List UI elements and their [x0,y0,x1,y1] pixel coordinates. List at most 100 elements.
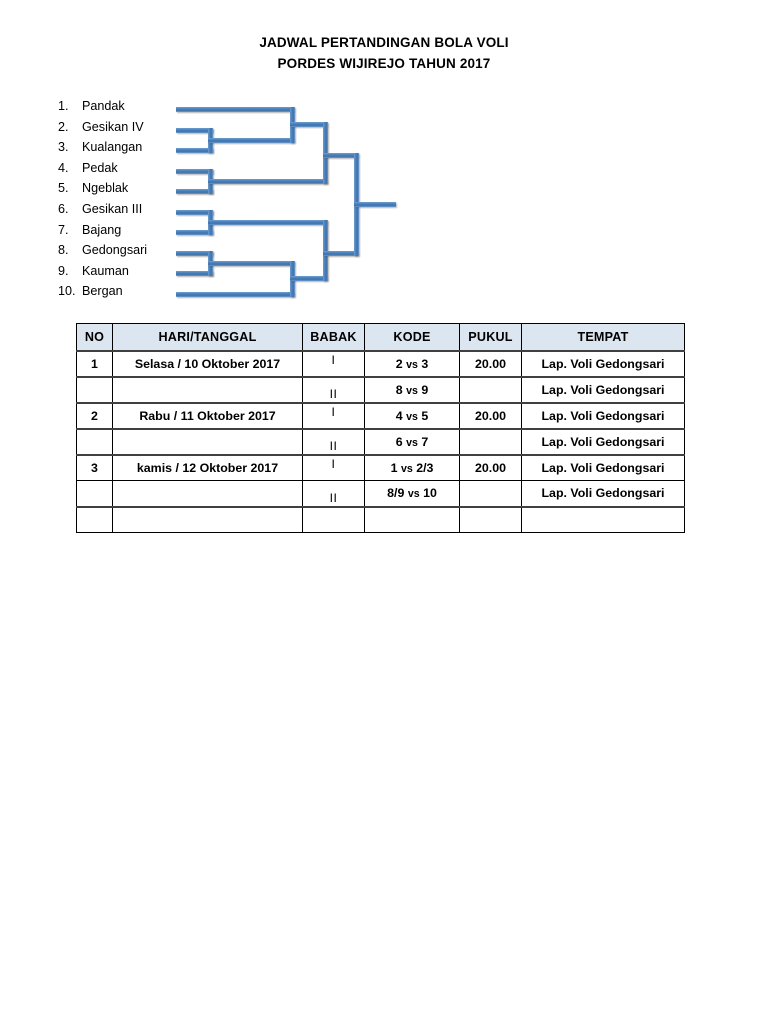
kode-a: 8 [395,382,403,397]
cell-tempat: Lap. Voli Gedongsari [521,375,685,403]
cell-hari: Rabu / 11 Oktober 2017 [112,401,303,429]
cell-tempat: Lap. Voli Gedongsari [521,401,685,429]
cell-pukul [459,480,522,507]
babak-roman: II [329,490,338,505]
cell-no [76,375,113,403]
bracket-line-champion [354,201,396,207]
column-header-kode: KODE [364,323,460,351]
bracket-line-winner-qf-a [290,122,327,128]
team-name: Pedak [82,160,118,175]
kode-b: 9 [421,382,429,397]
team-entry-6: 6. Gesikan III [58,199,188,220]
bracket-line-seed-7 [176,230,213,235]
cell-tempat: Lap. Voli Gedongsari [521,349,685,377]
bracket-line-winner-8-9 [208,260,294,266]
team-number: 1. [58,99,69,113]
team-entry-8: 8. Gedongsari [58,240,188,261]
team-number: 2. [58,119,69,134]
team-name: Bergan [82,284,123,299]
kode-vs: vs [400,462,413,475]
bracket-line-winner-4-5 [208,178,327,184]
kode-vs: vs [406,436,418,449]
kode-a: 2 [395,356,403,371]
cell-hari: kamis / 12 Oktober 2017 [112,453,303,481]
team-number: 8. [58,243,69,258]
cell-babak: I [302,349,365,377]
table-row: 3 kamis / 12 Oktober 2017 I 1 vs 2/3 20.… [76,453,685,481]
bracket-line-seed-6 [176,209,213,215]
cell-babak: I [302,453,365,481]
kode-a: 8/9 [387,486,405,501]
babak-roman: I [331,456,336,471]
tournament-bracket: 1. Pandak 2. Gesikan IV 3. Kualangan 4. … [0,96,768,311]
kode-vs: vs [406,384,418,397]
table-row [76,505,685,533]
kode-b: 10 [423,486,437,501]
babak-roman: I [331,352,336,367]
team-entry-5: 5. Ngeblak [58,178,188,199]
cell-tempat: Lap. Voli Gedongsari [521,453,685,481]
cell-babak: II [302,480,365,507]
cell-kode: 1 vs 2/3 [364,453,460,481]
table-row: II 6 vs 7 Lap. Voli Gedongsari [76,427,685,455]
team-name: Gesikan IV [82,119,144,134]
cell-babak: II [302,427,365,455]
table-row: 2 Rabu / 11 Oktober 2017 I 4 vs 5 20.00 … [76,401,685,429]
kode-b: 3 [421,356,429,371]
cell-pukul [459,375,522,403]
bracket-line-seed-9 [176,271,213,276]
cell-no [76,505,113,533]
team-entry-4: 4. Pedak [58,158,188,179]
team-number: 7. [58,222,69,237]
cell-kode: 4 vs 5 [364,401,460,429]
team-name: Kualangan [82,140,143,155]
schedule-table-wrapper: NO HARI/TANGGAL BABAK KODE PUKUL TEMPAT … [76,323,685,533]
title-line-2: PORDES WIJIREJO TAHUN 2017 [277,56,491,71]
kode-a: 6 [395,434,403,449]
team-entry-10: 10. Bergan [58,281,188,302]
cell-hari [112,375,303,403]
team-number: 9. [58,263,69,278]
kode-a: 4 [395,408,403,423]
cell-no: 2 [76,401,113,429]
bracket-line-seed-2 [176,127,213,133]
cell-pukul: 20.00 [459,401,522,429]
team-name: Kauman [82,263,129,278]
team-number: 5. [58,181,69,196]
bracket-line-winner-sf-top [323,152,358,158]
cell-no [76,480,113,507]
column-header-no: NO [76,323,113,351]
cell-no: 3 [76,453,113,481]
cell-babak: II [302,375,365,403]
schedule-table: NO HARI/TANGGAL BABAK KODE PUKUL TEMPAT … [76,323,685,533]
team-name: Pandak [82,99,125,113]
cell-kode: 2 vs 3 [364,349,460,377]
bracket-line-seed-3 [176,148,213,153]
cell-tempat: Lap. Voli Gedongsari [521,480,685,507]
cell-hari [112,480,303,507]
cell-kode [364,505,460,533]
cell-hari [112,505,303,533]
babak-roman: I [331,404,336,419]
team-number: 3. [58,140,69,155]
table-header-row: NO HARI/TANGGAL BABAK KODE PUKUL TEMPAT [76,323,685,351]
team-entry-7: 7. Bajang [58,220,188,241]
bracket-line-seed-5 [176,189,213,194]
cell-no: 1 [76,349,113,377]
column-header-tempat: TEMPAT [521,323,685,351]
team-name: Ngeblak [82,181,129,196]
cell-kode: 8/9 vs 10 [364,480,460,507]
page-title: JADWAL PERTANDINGAN BOLA VOLI PORDES WIJ… [0,32,768,74]
kode-a: 1 [390,460,398,475]
bracket-connector-sf-bottom [323,219,328,282]
cell-no [76,427,113,455]
cell-pukul: 20.00 [459,453,522,481]
kode-b: 5 [421,408,429,423]
babak-roman: II [329,438,338,453]
table-row: II 8/9 vs 10 Lap. Voli Gedongsari [76,480,685,507]
table-row: II 8 vs 9 Lap. Voli Gedongsari [76,375,685,403]
cell-tempat [521,505,685,533]
bracket-line-seed-1 [176,107,294,112]
kode-vs: vs [406,410,418,423]
team-entry-2: 2. Gesikan IV [58,117,188,138]
